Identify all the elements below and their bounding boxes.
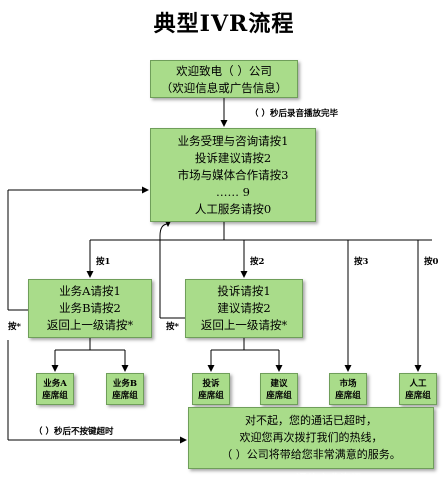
main-menu-line-4: …… 9 <box>216 185 250 199</box>
business-line-3: 返回上一级请按* <box>46 318 134 332</box>
group-market-line-2: 座席组 <box>335 391 361 401</box>
agent-group-bizA: 业务A 座席组 <box>36 373 74 405</box>
main-menu-line-3: 市场与媒体合作请按3 <box>177 168 289 182</box>
star-mid-label: 按* <box>166 322 179 332</box>
welcome-line-1: 欢迎致电（ ）公司 <box>176 64 272 78</box>
star-left-label: 按* <box>8 322 21 332</box>
press1-label: 按1 <box>96 257 111 267</box>
welcome-line-2: （欢迎信息或广告信息） <box>160 81 288 95</box>
press0-label: 按0 <box>424 257 439 267</box>
agent-group-manual: 人工 座席组 <box>399 373 437 405</box>
complaint-line-1: 投诉请按1 <box>217 284 271 298</box>
main-menu-line-5: 人工服务请按0 <box>194 202 272 216</box>
group-bizA-line-2: 座席组 <box>42 391 68 401</box>
group-manual-line-2: 座席组 <box>405 391 431 401</box>
group-bizB-line-1: 业务B <box>112 379 138 389</box>
timeout-line-1: 对不起，您的通话已超时， <box>245 414 377 427</box>
group-market-line-1: 市场 <box>339 379 357 389</box>
business-line-2: 业务B请按2 <box>59 301 121 315</box>
timeout-box: 对不起，您的通话已超时， 欢迎您再次拨打我们的热线， （ ）公司将带给您非常满意… <box>188 407 434 469</box>
timeout-line-3: （ ）公司将带给您非常满意的服务。 <box>221 448 401 461</box>
press2-label: 按2 <box>250 257 265 267</box>
complaint-line-3: 返回上一级请按* <box>200 318 288 332</box>
group-manual-line-1: 人工 <box>409 379 427 389</box>
agent-group-bizB: 业务B 座席组 <box>106 373 144 405</box>
complaint-line-2: 建议请按2 <box>217 301 271 315</box>
agent-group-suggest: 建议 座席组 <box>260 373 298 405</box>
group-complaint-line-1: 投诉 <box>202 379 220 389</box>
main-menu-line-1: 业务受理与咨询请按1 <box>177 134 289 148</box>
press3-label: 按3 <box>354 257 369 267</box>
group-suggest-line-1: 建议 <box>270 379 288 389</box>
business-submenu-box: 业务A请按1 业务B请按2 返回上一级请按* <box>28 279 152 338</box>
group-suggest-line-2: 座席组 <box>266 391 292 401</box>
diagram-title: 典型IVR流程 <box>153 11 295 37</box>
complaint-submenu-box: 投诉请按1 建议请按2 返回上一级请按* <box>185 279 303 338</box>
group-bizA-line-1: 业务A <box>43 379 67 389</box>
timeout-hint-label: （ ）秒后不按键超时 <box>34 427 114 437</box>
business-line-1: 业务A请按1 <box>59 284 121 298</box>
main-menu-line-2: 投诉建议请按2 <box>194 151 272 165</box>
main-menu-box: 业务受理与咨询请按1 投诉建议请按2 市场与媒体合作请按3 …… 9 人工服务请… <box>150 128 316 222</box>
watermark: 通信产业资讯 <box>296 472 362 485</box>
agent-group-market: 市场 座席组 <box>329 373 367 405</box>
group-complaint-line-2: 座席组 <box>198 391 224 401</box>
welcome-box: 欢迎致电（ ）公司 （欢迎信息或广告信息） <box>150 60 298 98</box>
agent-group-complaint: 投诉 座席组 <box>192 373 230 405</box>
group-bizB-line-2: 座席组 <box>112 391 138 401</box>
after-play-label: （ ）秒后录音播放完毕 <box>250 109 338 119</box>
timeout-line-2: 欢迎您再次拨打我们的热线， <box>239 431 383 444</box>
